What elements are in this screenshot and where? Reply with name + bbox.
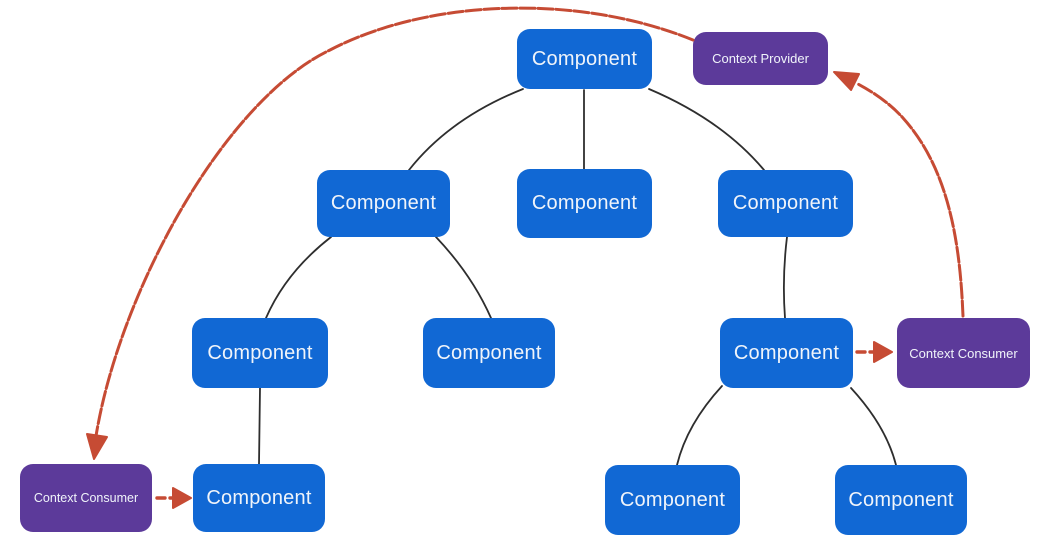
tree-edge-l2right-l3right xyxy=(782,236,788,319)
tree-edge-root-l2right xyxy=(648,88,765,171)
tree-edge-l3right-l4mid xyxy=(676,385,723,466)
node-label: Component xyxy=(330,192,437,214)
tree-edge-root-l2left xyxy=(408,88,524,171)
node-label: Context Provider xyxy=(712,51,809,66)
tree-edge-l3right-l4right xyxy=(850,387,897,466)
node-label: Component xyxy=(619,488,726,511)
node-label: Component xyxy=(848,488,954,511)
node-label: Component xyxy=(531,47,638,70)
node-label: Component xyxy=(531,192,638,214)
component-l3-right-node: Component xyxy=(720,318,853,388)
component-l4-mid-node: Component xyxy=(605,465,740,535)
component-root-node: Component xyxy=(517,29,652,89)
tree-edge-l3left-l4left xyxy=(258,387,261,465)
component-l2-left-node: Component xyxy=(317,170,450,237)
tree-edge-l2left-l3left xyxy=(265,236,332,319)
node-label: Context Consumer xyxy=(909,345,1018,361)
provider-to-left-consumer-arrowhead xyxy=(86,433,108,460)
tree-edge-l2left-l3mid xyxy=(435,236,492,319)
context-consumer-left-node: Context Consumer xyxy=(20,464,152,532)
node-label: Component xyxy=(207,341,313,364)
component-l2-mid-node: Component xyxy=(517,169,652,238)
node-label: Context Consumer xyxy=(33,491,139,505)
component-l4-left-node: Component xyxy=(193,464,325,532)
component-l3-mid-node: Component xyxy=(423,318,555,388)
context-consumer-right-node: Context Consumer xyxy=(897,318,1030,388)
node-label: Component xyxy=(436,341,542,364)
component-l2-right-node: Component xyxy=(718,170,853,237)
node-label: Component xyxy=(732,192,839,214)
left-consumer-to-component-arrowhead xyxy=(172,487,192,509)
right-consumer-to-provider-arrow xyxy=(856,82,965,318)
component-l3-left-node: Component xyxy=(192,318,328,388)
component-l4-right-node: Component xyxy=(835,465,967,535)
node-label: Component xyxy=(733,341,840,364)
node-label: Component xyxy=(206,486,312,509)
component-to-right-consumer-arrowhead xyxy=(873,341,893,363)
right-consumer-to-provider-arrowhead xyxy=(833,71,860,91)
context-provider-node: Context Provider xyxy=(693,32,828,85)
